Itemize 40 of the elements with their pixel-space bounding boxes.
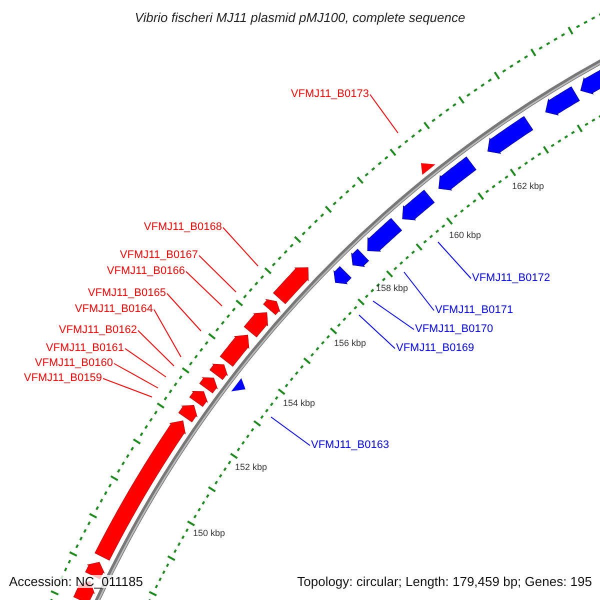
leader-line xyxy=(102,378,152,398)
gene-label: VFMJ11_B0160 xyxy=(34,358,113,369)
leader-line xyxy=(404,272,434,311)
scale-label: 156 kbp xyxy=(334,339,366,348)
gene-label: VFMJ11_B0164 xyxy=(74,304,153,315)
gene-label: VFMJ11_B0162 xyxy=(58,325,137,336)
leader-line xyxy=(222,227,258,266)
scale-label: 152 kbp xyxy=(235,463,268,472)
gene-label: VFMJ11_B0159 xyxy=(24,373,102,384)
leader-line xyxy=(438,242,472,279)
gene-label: VFMJ11_B0163 xyxy=(311,440,390,451)
scale-label: 160 kbp xyxy=(449,231,482,240)
leader-line xyxy=(198,255,236,292)
gene-label: VFMJ11_B0161 xyxy=(46,343,124,354)
gene-label: VFMJ11_B0168 xyxy=(144,222,222,233)
leader-line xyxy=(154,309,182,358)
summary-text: Topology: circular; Length: 179,459 bp; Genes: 195 xyxy=(297,575,592,588)
scale-label: 150 kbp xyxy=(193,529,226,538)
leader-line xyxy=(114,363,158,388)
scale-label: 158 kbp xyxy=(376,284,408,293)
leader-line xyxy=(358,314,396,349)
leader-line xyxy=(138,330,174,366)
scale-label: 162 kbp xyxy=(512,182,544,191)
accession-text: Accession: NC_011185 xyxy=(9,575,143,588)
gene-label: VFMJ11_B0172 xyxy=(472,273,550,284)
scale-label: 154 kbp xyxy=(283,399,316,408)
gene-label: VFMJ11_B0165 xyxy=(88,288,166,299)
gene-label: VFMJ11_B0167 xyxy=(120,250,198,261)
gene-label: VFMJ11_B0169 xyxy=(396,343,474,354)
leader-line xyxy=(186,271,222,306)
leader-line xyxy=(370,94,398,134)
leader-line xyxy=(270,416,310,446)
gene-label: VFMJ11_B0171 xyxy=(435,305,514,316)
gene-label: VFMJ11_B0166 xyxy=(106,266,185,277)
gene-label: VFMJ11_B0173 xyxy=(290,89,369,100)
leader-line xyxy=(124,348,166,378)
leader-line xyxy=(166,293,202,332)
title: Vibrio fischeri MJ11 plasmid pMJ100, complete sequence xyxy=(134,11,466,24)
gene-label: VFMJ11_B0170 xyxy=(415,324,494,335)
leader-line xyxy=(372,300,414,330)
